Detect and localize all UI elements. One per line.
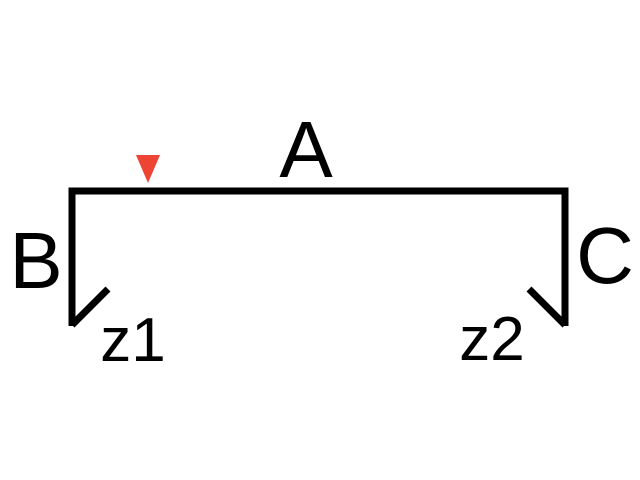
label-z2: z2	[459, 305, 524, 374]
right-end-hook	[526, 286, 568, 328]
label-z1: z1	[100, 306, 165, 375]
label-b: B	[9, 216, 62, 305]
label-c: C	[576, 211, 634, 300]
label-a: A	[279, 105, 333, 194]
marker-triangle	[136, 155, 160, 183]
frame-outline	[68, 187, 569, 326]
left-end-hook	[69, 286, 111, 328]
